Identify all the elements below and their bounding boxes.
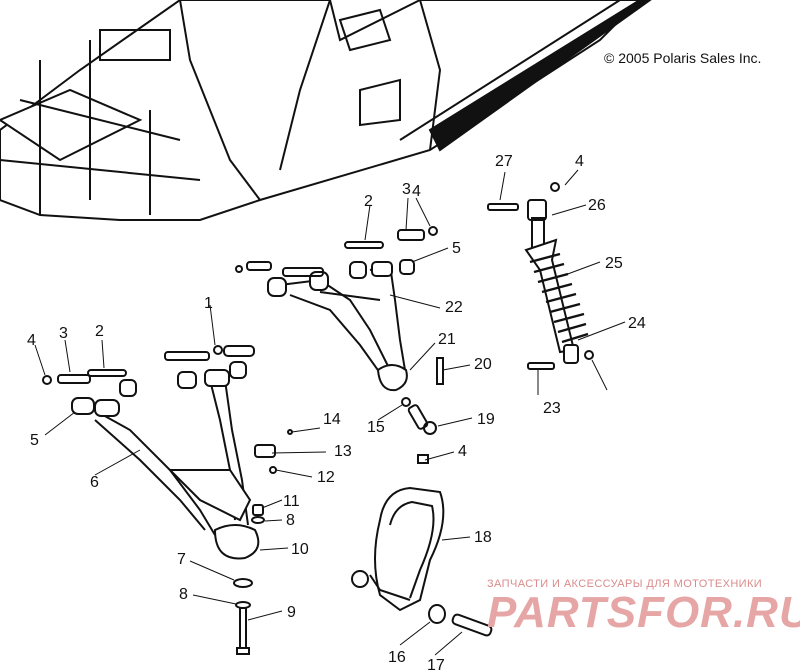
callout-17: 17 [427, 657, 445, 672]
callout-21: 21 [438, 331, 456, 348]
callout-9: 9 [287, 604, 296, 621]
callout-6: 6 [90, 474, 99, 491]
shock-absorber [487, 182, 594, 370]
callout-2-upper: 2 [364, 193, 373, 210]
callout-16: 16 [388, 649, 406, 666]
watermark-logo: PARTSFOR.RU [487, 588, 800, 637]
callout-12: 12 [317, 469, 335, 486]
callout-8-upper: 8 [286, 512, 295, 529]
tie-rod-end [401, 357, 444, 464]
callout-25: 25 [605, 255, 623, 272]
copyright-notice: © 2005 Polaris Sales Inc. [604, 50, 762, 66]
callout-5-upper: 5 [452, 240, 461, 257]
callout-26: 26 [588, 197, 606, 214]
callout-1: 1 [204, 295, 213, 312]
callout-3-lower: 3 [59, 325, 68, 342]
callout-2-lower: 2 [95, 323, 104, 340]
leader-lines [34, 169, 626, 656]
upper-a-arm [235, 226, 438, 392]
watermark-tagline: ЗАПЧАСТИ И АКСЕССУАРЫ ДЛЯ МОТОТЕХНИКИ [487, 578, 763, 590]
callout-3-upper: 3 [402, 181, 411, 198]
callout-4-upper: 4 [412, 183, 421, 200]
callout-14: 14 [323, 411, 341, 428]
callout-4-right: 4 [458, 443, 467, 460]
callout-15: 15 [367, 419, 385, 436]
callout-24: 24 [628, 315, 646, 332]
chassis-frame [0, 0, 652, 221]
callout-20: 20 [474, 356, 492, 373]
callout-11: 11 [283, 493, 300, 510]
callout-13: 13 [334, 443, 352, 460]
callout-8-lower: 8 [179, 586, 188, 603]
callout-10: 10 [291, 541, 309, 558]
callout-19: 19 [477, 411, 495, 428]
lower-arm-hardware [233, 429, 293, 655]
spindle [351, 486, 493, 637]
callout-7: 7 [177, 551, 186, 568]
lower-a-arm [42, 345, 260, 560]
callout-23: 23 [543, 400, 561, 417]
callout-27: 27 [495, 153, 513, 170]
callout-18: 18 [474, 529, 492, 546]
callout-5-lower: 5 [30, 432, 39, 449]
callout-22: 22 [445, 299, 463, 316]
callout-4-lower: 4 [27, 332, 36, 349]
callout-labels: 27 4 26 2 3 4 25 5 22 24 1 4 3 2 21 20 4… [27, 153, 646, 672]
callout-4-shock-top: 4 [575, 153, 584, 170]
